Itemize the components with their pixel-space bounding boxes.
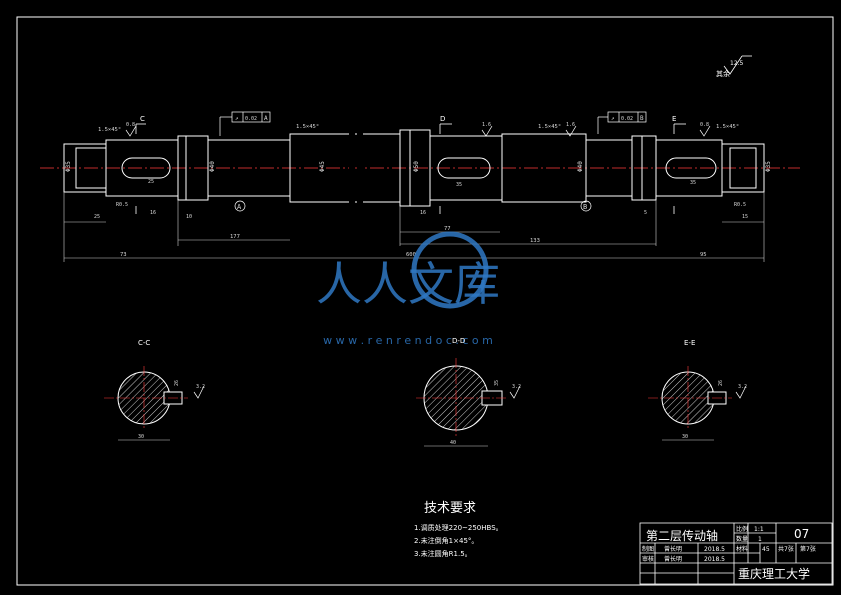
scale-label: 比例 (736, 525, 748, 533)
school-name: 重庆理工大学 (738, 566, 810, 581)
section-cut-markers (135, 123, 686, 214)
diameter-6: Φ35 (765, 161, 772, 172)
section-mark-e: E (672, 115, 676, 123)
break-gap (349, 128, 363, 210)
watermark: 人人文库 w w w . r e n r e n d o c . c o m (316, 231, 500, 347)
diameter-2: Φ40 (209, 161, 216, 172)
dim-small-4: 5 (644, 210, 647, 216)
roughness-2: 1.6 (482, 122, 491, 128)
tech-item-1: 1.调质处理220~250HBS。 (414, 523, 503, 532)
tolerance-frame-1: ↗ 0.02 A (219, 111, 271, 136)
roughness-1: 0.8 (126, 122, 135, 128)
svg-text:↗: ↗ (235, 115, 239, 122)
tech-title: 技术要求 (424, 501, 476, 516)
datum-a: A (234, 200, 246, 212)
row-2-name: 曾长明 (664, 555, 682, 563)
overall-length: 600 (406, 252, 416, 258)
diameter-5: Φ40 (577, 161, 584, 172)
svg-text:26: 26 (174, 380, 180, 386)
chamfer-label-3: 1.5×45° (538, 124, 561, 130)
datum-b: B (580, 200, 592, 212)
svg-text:35: 35 (494, 380, 500, 386)
dim-small-2: 16 (150, 210, 156, 216)
diameter-4: Φ50 (413, 161, 420, 172)
roughness-symbols (125, 125, 711, 137)
tech-item-3: 3.未注圆角R1.5。 (414, 549, 472, 558)
key-length-right: 35 (690, 180, 696, 186)
row-1-role: 制图 (642, 545, 654, 553)
title-block (639, 522, 833, 585)
roughness-value: 12.5 (730, 60, 744, 67)
svg-text:40: 40 (450, 440, 456, 446)
dim-small-3: 16 (420, 210, 426, 216)
svg-text:3.2: 3.2 (196, 384, 205, 390)
watermark-url: w w w . r e n r e n d o c . c o m (323, 334, 493, 347)
dim-lower-3: 77 (444, 226, 451, 232)
row-1-date: 2018.5 (704, 546, 725, 553)
svg-text:3.2: 3.2 (738, 384, 747, 390)
chamfer-label-2: 1.5×45° (296, 124, 319, 130)
diameter-1: Φ35 (65, 161, 72, 172)
drawing-frame (16, 16, 834, 586)
section-view-c: C-C 3.2 30 26 (104, 339, 205, 441)
roughness-4: 0.8 (700, 122, 709, 128)
svg-text:26: 26 (718, 380, 724, 386)
qty-label: 数量 (736, 535, 748, 543)
svg-text:3.2: 3.2 (512, 384, 521, 390)
roughness-else-label: 其余 (716, 69, 730, 78)
tolerance-frame-2: ↗ 0.02 B (597, 111, 647, 134)
row-2-date: 2018.5 (704, 556, 725, 563)
section-view-e: E-E 3.2 30 26 (648, 339, 747, 441)
svg-text:0.02: 0.02 (245, 116, 257, 122)
watermark-text: 人人文库 (316, 257, 500, 311)
dim-lower-1: 73 (120, 252, 127, 258)
shaft-outline (63, 129, 765, 207)
svg-text:B: B (640, 115, 644, 122)
svg-text:↗: ↗ (611, 115, 615, 122)
dim-small-8: 15 (742, 214, 748, 220)
chamfer-label-4: 1.5×45° (716, 124, 739, 130)
dim-small-5: 25 (94, 214, 100, 220)
fillet-left: R0.5 (116, 202, 128, 208)
svg-text:0.02: 0.02 (621, 116, 633, 122)
dim-small-6: 10 (186, 214, 192, 220)
svg-text:30: 30 (138, 434, 144, 440)
svg-text:A: A (237, 203, 242, 211)
key-length-mid: 35 (456, 182, 462, 188)
drawing-number: 07 (794, 527, 809, 541)
section-mark-d: D (440, 115, 445, 123)
svg-text:B: B (583, 203, 587, 211)
tech-item-2: 2.未注倒角1×45°。 (414, 536, 478, 545)
roughness-3: 1.6 (566, 122, 575, 128)
chamfer-label-1: 1.5×45° (98, 127, 121, 133)
sheets-total: 共7张 (778, 545, 794, 553)
key-length-left: 25 (148, 179, 154, 185)
section-title-e: E-E (684, 339, 695, 347)
row-1-name: 曾长明 (664, 545, 682, 553)
material-label: 材料 (736, 545, 748, 553)
fillet-right: R0.5 (734, 202, 746, 208)
diameter-3: Φ45 (319, 161, 326, 172)
scale-value: 1:1 (754, 526, 764, 533)
dim-lower-5: 95 (700, 252, 707, 258)
section-title-c: C-C (138, 339, 150, 347)
section-view-d: D-D 3.2 40 35 (416, 337, 521, 447)
svg-text:30: 30 (682, 434, 688, 440)
svg-text:A: A (264, 115, 268, 122)
general-roughness-mark: 12.5 其余 (716, 55, 752, 78)
tech-requirements: 技术要求 1.调质处理220~250HBS。 2.未注倒角1×45°。 3.未注… (414, 501, 503, 558)
dim-lower-4: 133 (530, 238, 540, 244)
sheet-number: 第7张 (800, 545, 816, 553)
qty-value: 1 (758, 536, 762, 543)
row-2-role: 审核 (642, 555, 654, 563)
part-name: 第二层传动轴 (646, 528, 718, 543)
material-value: 45 (762, 546, 770, 553)
section-title-d: D-D (452, 337, 465, 345)
section-mark-c: C (140, 115, 145, 123)
dim-lower-2: 177 (230, 234, 240, 240)
